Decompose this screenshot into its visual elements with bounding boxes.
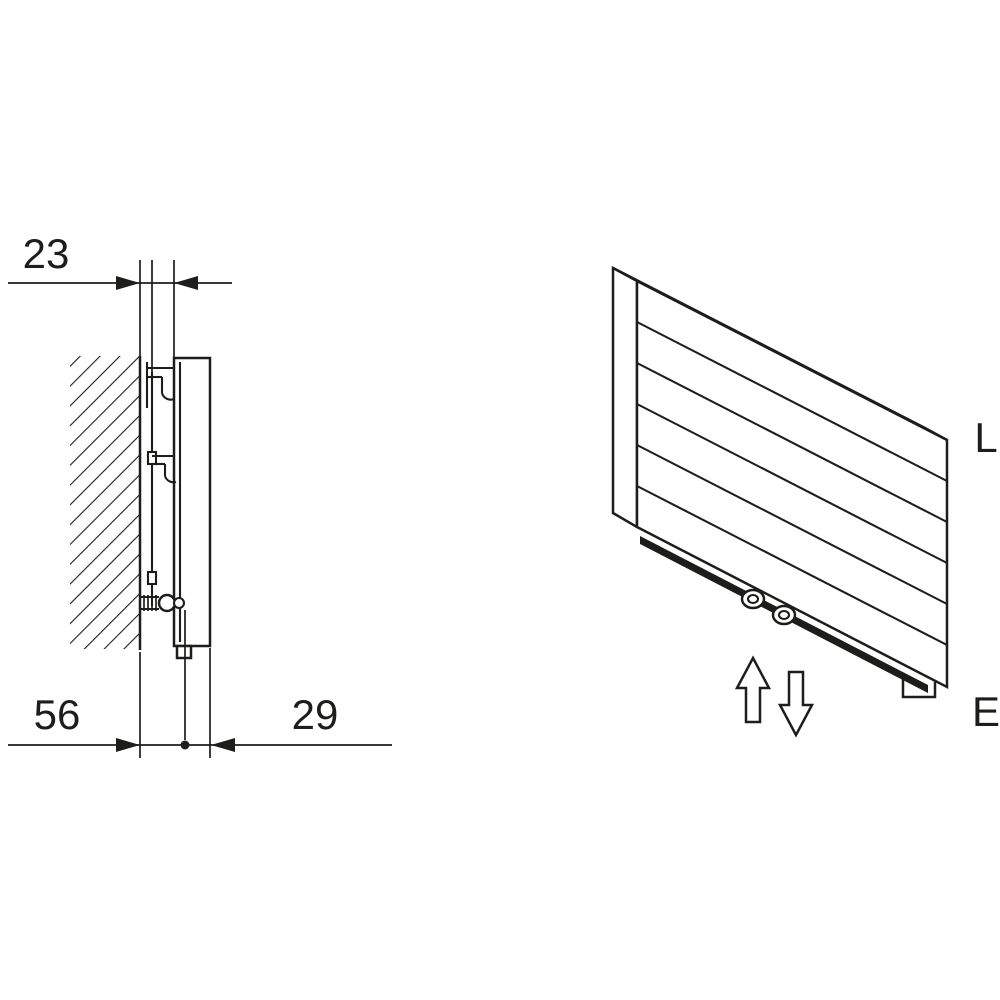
radiator-slat-line bbox=[636, 403, 948, 564]
wall-section bbox=[70, 356, 142, 650]
dimension-56-29: 56 29 bbox=[8, 648, 392, 758]
flow-arrow-up-icon bbox=[734, 655, 772, 724]
dim-value-23: 23 bbox=[23, 230, 70, 277]
label-connection-E: E bbox=[972, 688, 1000, 735]
dim-node-dot bbox=[180, 740, 190, 750]
flow-arrows bbox=[734, 655, 815, 738]
radiator-slat-line bbox=[636, 444, 948, 605]
dim-arrow-right-icon bbox=[116, 738, 140, 752]
mounting-bracket-top bbox=[145, 362, 175, 408]
radiator-side-profile bbox=[172, 356, 212, 660]
radiator-isometric bbox=[611, 265, 949, 690]
flow-arrow-down-icon bbox=[777, 670, 815, 738]
pipe-connection-inner bbox=[746, 593, 760, 605]
radiator-slat-line bbox=[636, 362, 948, 523]
rail-clip bbox=[146, 570, 158, 586]
dim-arrow-right-icon bbox=[116, 276, 140, 290]
pipe-connections bbox=[740, 588, 797, 626]
radiator-slat-line bbox=[636, 485, 948, 646]
dimension-23: 23 bbox=[8, 230, 232, 372]
dim-value-29: 29 bbox=[292, 691, 339, 738]
label-length-L: L bbox=[974, 414, 997, 461]
wall-hatching bbox=[70, 356, 140, 649]
foot-bracket bbox=[901, 679, 937, 699]
wall-anchor-bolt bbox=[141, 593, 186, 740]
rail-clip bbox=[146, 450, 158, 466]
bracket-hook-curve bbox=[160, 392, 175, 401]
mid-bracket-hook-curve bbox=[163, 475, 177, 484]
dim-arrow-left-icon bbox=[174, 276, 198, 290]
valve-body bbox=[157, 593, 177, 613]
dim-value-56: 56 bbox=[34, 691, 81, 738]
isometric-view: L E bbox=[611, 265, 1000, 738]
panel-foot bbox=[175, 644, 193, 660]
radiator-end-cap bbox=[611, 265, 639, 530]
valve-union bbox=[172, 596, 186, 610]
radiator-slat-line bbox=[636, 321, 948, 482]
dim-arrow-left-icon bbox=[211, 738, 235, 752]
mounting-rail bbox=[146, 372, 177, 606]
pipe-connection-inner bbox=[777, 609, 791, 621]
side-view-diagram: 23 bbox=[8, 230, 392, 758]
